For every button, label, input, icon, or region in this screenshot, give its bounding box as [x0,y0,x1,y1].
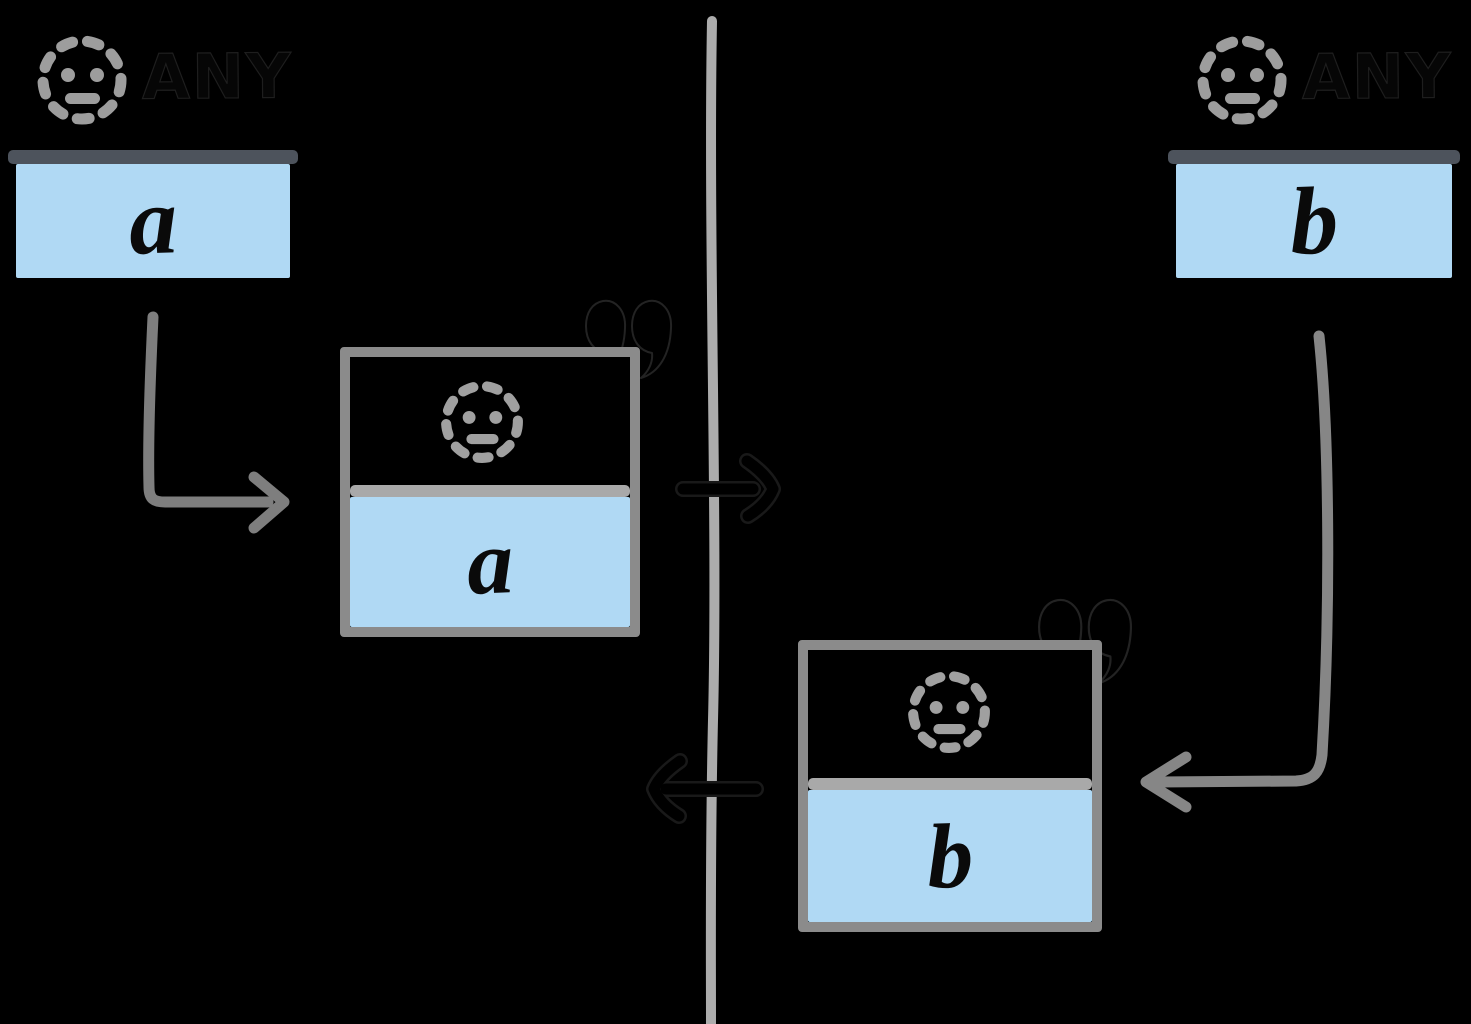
card-divider [8,150,298,164]
arrow-any-b-to-quoted-b [1140,330,1334,813]
card-quoted-b: b [798,640,1102,932]
card-any-b-label: ANY [1301,39,1454,115]
card-any-a-label: ANY [141,39,294,115]
card-any-b-value: b [1288,166,1340,275]
card-any-a-value: a [127,166,179,275]
arrow-quoted-b-across-boundary [646,753,764,824]
arrow-any-a-to-quoted-a [143,311,290,534]
dashed-smiley-icon [908,671,990,753]
arrow-quoted-a-across-boundary [675,453,781,524]
dashed-smiley-icon [37,35,127,125]
card-divider [808,778,1092,790]
dashed-smiley-icon [441,381,523,463]
card-quoted-a-body: a [350,497,630,627]
card-divider [350,485,630,497]
card-divider [1168,150,1460,164]
card-any-a-header: ANY [6,8,300,150]
card-any-b-body: b [1176,164,1452,278]
card-quoted-b-body: b [808,790,1092,922]
card-quoted-b-value: b [925,804,975,908]
card-any-b-header: ANY [1166,8,1462,150]
card-any-a: ANY a [6,8,300,286]
card-any-a-body: a [16,164,290,278]
card-any-b: ANY b [1166,8,1462,286]
card-quoted-b-header [808,650,1092,778]
dashed-smiley-icon [1197,35,1287,125]
boundary-line [705,16,720,1024]
card-quoted-a-value: a [465,510,515,614]
card-quoted-a: a [340,347,640,637]
card-quoted-a-header [350,357,630,485]
